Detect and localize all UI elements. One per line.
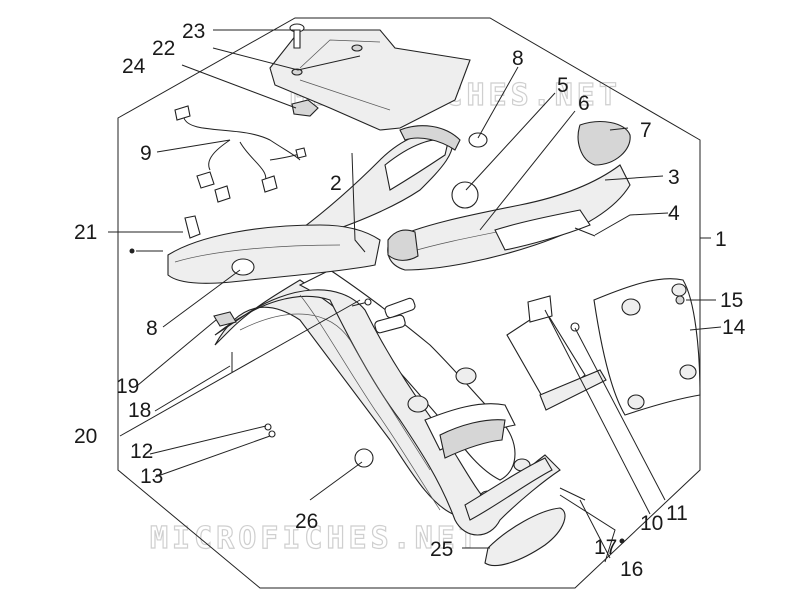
watermark-bottom: MICROFICHES.NET xyxy=(150,521,481,556)
callout-18: 18 xyxy=(128,399,151,422)
screw-17 xyxy=(559,487,586,501)
callout-2: 2 xyxy=(330,172,342,195)
callout-12: 12 xyxy=(130,440,153,463)
callout-labels: 1 2 3 4 5 6 7 8 8 9 10 11 12 13 14 15 16… xyxy=(74,20,746,581)
bulb-5 xyxy=(451,181,479,209)
nut-15 xyxy=(675,295,685,305)
callout-3: 3 xyxy=(668,166,680,189)
emblem-26 xyxy=(354,448,374,468)
screw-4 xyxy=(574,227,596,237)
assembly-outline xyxy=(117,17,701,589)
callout-13: 13 xyxy=(140,465,163,488)
callout-22: 22 xyxy=(152,37,175,60)
clip-19 xyxy=(213,311,237,327)
tail-light-assembly xyxy=(167,121,631,284)
leader-lines xyxy=(108,29,722,563)
callout-23: 23 xyxy=(182,20,205,43)
callout-20: 20 xyxy=(74,425,97,448)
callout-24: 24 xyxy=(122,55,146,78)
cable-harness xyxy=(174,105,307,203)
nut-12 xyxy=(264,423,272,431)
callout-1: 1 xyxy=(715,228,727,251)
light-connectors xyxy=(374,297,416,334)
callout-6: 6 xyxy=(578,92,590,115)
callout-17: 17 xyxy=(594,536,617,559)
callout-16: 16 xyxy=(620,558,643,581)
callout-9: 9 xyxy=(140,142,152,165)
callout-26: 26 xyxy=(295,510,318,533)
callout-8-top: 8 xyxy=(512,47,524,70)
bracket-21 xyxy=(184,215,201,239)
callout-5: 5 xyxy=(557,74,569,97)
callout-25: 25 xyxy=(430,538,453,561)
license-bracket xyxy=(506,295,607,411)
bulb-8-top xyxy=(468,132,488,148)
callout-19: 19 xyxy=(116,375,139,398)
callout-8-left: 8 xyxy=(146,317,158,340)
top-cover xyxy=(269,29,471,131)
rear-fender xyxy=(214,269,561,536)
bulb-8-left xyxy=(231,258,255,276)
reflector-25 xyxy=(484,507,566,567)
callout-10: 10 xyxy=(640,512,663,535)
callout-15: 15 xyxy=(720,289,743,312)
marker-dot xyxy=(129,248,135,254)
clip-24 xyxy=(291,99,319,117)
callout-4: 4 xyxy=(668,202,680,225)
callout-7: 7 xyxy=(640,119,652,142)
callout-21: 21 xyxy=(74,221,97,244)
washer-13 xyxy=(268,430,276,438)
callout-14: 14 xyxy=(722,316,746,339)
callout-11: 11 xyxy=(666,502,688,525)
marker-dot xyxy=(619,538,625,544)
